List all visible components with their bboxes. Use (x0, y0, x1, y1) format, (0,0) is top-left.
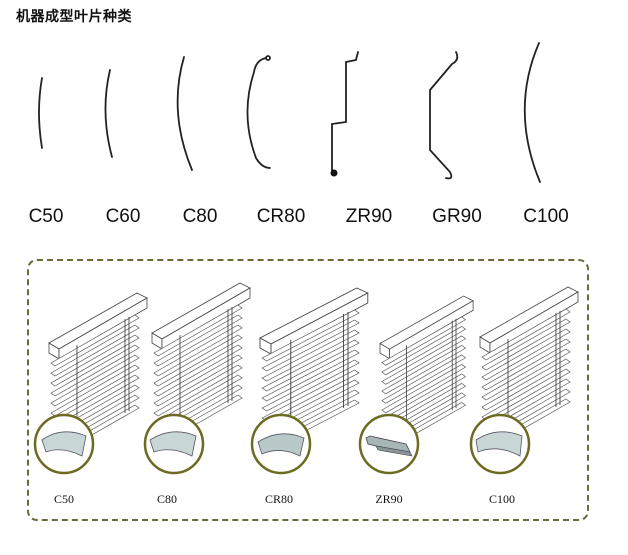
slat-badge-c50 (33, 413, 95, 475)
blind-label-zr90: ZR90 (375, 492, 403, 506)
blind-label-cr80: CR80 (264, 492, 293, 506)
profile-c60-shape (104, 69, 113, 158)
profile-zr90-shape (331, 51, 359, 173)
blind-label-c80: C80 (156, 492, 177, 506)
profile-cr80-hook-top (265, 55, 271, 61)
blind-label-c50: C50 (53, 492, 74, 506)
slat-badge-cr80 (250, 413, 312, 475)
page-title: 机器成型叶片种类 (16, 9, 132, 25)
profile-gr90-shape (429, 51, 459, 180)
slat-badge-zr90 (358, 413, 420, 475)
blind-label-c100: C100 (488, 492, 515, 506)
profile-label-c60: C60 (105, 206, 141, 227)
profile-c50-shape (38, 77, 43, 149)
profile-label-c100: C100 (523, 206, 569, 227)
profile-zr90-end-dot (330, 169, 338, 177)
profile-label-c50: C50 (28, 206, 64, 227)
slat-badge-c100 (469, 413, 531, 475)
profile-label-c80: C80 (182, 206, 218, 227)
blinds-panel (27, 259, 589, 521)
profile-label-cr80: CR80 (256, 206, 306, 227)
profile-label-gr90: GR90 (432, 206, 482, 227)
slat-badge-c80 (143, 413, 205, 475)
profile-cr80-shape (246, 57, 271, 169)
profile-c100-shape (523, 42, 541, 183)
profile-diagrams (38, 42, 541, 183)
profile-c80-shape (176, 56, 193, 171)
profile-label-zr90: ZR90 (345, 206, 393, 227)
